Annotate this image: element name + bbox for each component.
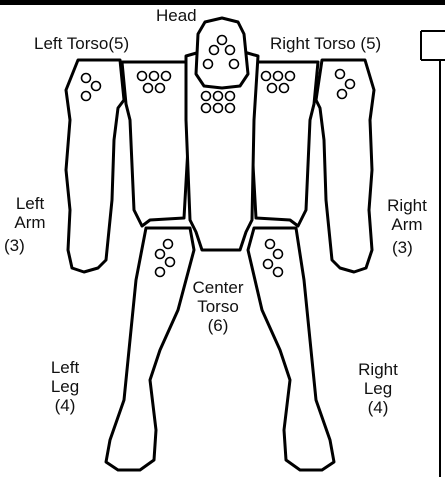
center-torso-name-2: Torso <box>186 297 250 316</box>
armor-pip[interactable] <box>226 92 235 101</box>
head-section[interactable] <box>196 18 248 88</box>
armor-pip[interactable] <box>162 72 171 81</box>
armor-pip[interactable] <box>226 46 235 55</box>
armor-pip[interactable] <box>346 80 355 89</box>
right-arm-label: Right Arm <box>384 196 430 234</box>
left-leg-section[interactable] <box>106 228 194 470</box>
armor-pip[interactable] <box>202 104 211 113</box>
armor-pip[interactable] <box>164 240 173 249</box>
left-arm-armor-count: (3) <box>4 236 25 255</box>
armor-pip[interactable] <box>336 70 345 79</box>
right-leg-name-2: Leg <box>350 379 406 398</box>
side-panel-edge <box>421 31 445 477</box>
right-torso-label: Right Torso (5) <box>270 34 381 53</box>
left-arm-label: Left Arm <box>12 194 48 232</box>
armor-pip[interactable] <box>166 258 175 267</box>
right-leg-label: Right Leg (4) <box>350 360 406 417</box>
left-leg-label: Left Leg (4) <box>40 358 90 415</box>
armor-pip[interactable] <box>338 90 347 99</box>
armor-pip[interactable] <box>266 240 275 249</box>
armor-pip[interactable] <box>264 260 273 269</box>
armor-pip[interactable] <box>230 60 239 69</box>
left-torso-armor-count: (5) <box>108 34 129 53</box>
armor-pip[interactable] <box>144 84 153 93</box>
armor-pip[interactable] <box>218 36 227 45</box>
armor-pip[interactable] <box>156 250 165 259</box>
armor-pip[interactable] <box>268 84 277 93</box>
armor-pip[interactable] <box>82 92 91 101</box>
right-leg-name-1: Right <box>350 360 406 379</box>
center-torso-armor-count: (6) <box>186 316 250 335</box>
left-torso-name: Left Torso <box>34 34 108 53</box>
left-arm-section[interactable] <box>66 60 124 272</box>
head-label: Head <box>156 6 197 25</box>
armor-pip[interactable] <box>204 60 213 69</box>
left-arm-name-1: Left <box>12 194 48 213</box>
right-leg-section[interactable] <box>248 228 334 470</box>
armor-pip[interactable] <box>156 84 165 93</box>
armor-pip[interactable] <box>274 250 283 259</box>
armor-pip[interactable] <box>262 72 271 81</box>
armor-pip[interactable] <box>156 268 165 277</box>
armor-pip[interactable] <box>82 74 91 83</box>
left-leg-name-2: Leg <box>40 377 90 396</box>
left-arm-name-2: Arm <box>12 213 48 232</box>
armor-pip[interactable] <box>150 72 159 81</box>
right-arm-name-2: Arm <box>384 215 430 234</box>
center-torso-label: Center Torso (6) <box>186 278 250 335</box>
armor-pip[interactable] <box>274 72 283 81</box>
armor-pip[interactable] <box>274 268 283 277</box>
right-arm-armor-count: (3) <box>392 238 413 257</box>
armor-pip[interactable] <box>138 72 147 81</box>
armor-pip[interactable] <box>202 92 211 101</box>
armor-pip[interactable] <box>92 82 101 91</box>
left-leg-armor-count: (4) <box>40 396 90 415</box>
armor-pip[interactable] <box>210 46 219 55</box>
armor-pip[interactable] <box>280 84 289 93</box>
right-leg-armor-count: (4) <box>350 398 406 417</box>
center-torso-name-1: Center <box>186 278 250 297</box>
armor-pip[interactable] <box>286 72 295 81</box>
armor-pip[interactable] <box>214 92 223 101</box>
left-leg-name-1: Left <box>40 358 90 377</box>
left-torso-label: Left Torso(5) <box>34 34 129 53</box>
right-torso-name: Right Torso <box>270 34 356 53</box>
right-arm-name-1: Right <box>384 196 430 215</box>
armor-pip[interactable] <box>226 104 235 113</box>
armor-pip[interactable] <box>214 104 223 113</box>
right-torso-armor-count: (5) <box>360 34 381 53</box>
